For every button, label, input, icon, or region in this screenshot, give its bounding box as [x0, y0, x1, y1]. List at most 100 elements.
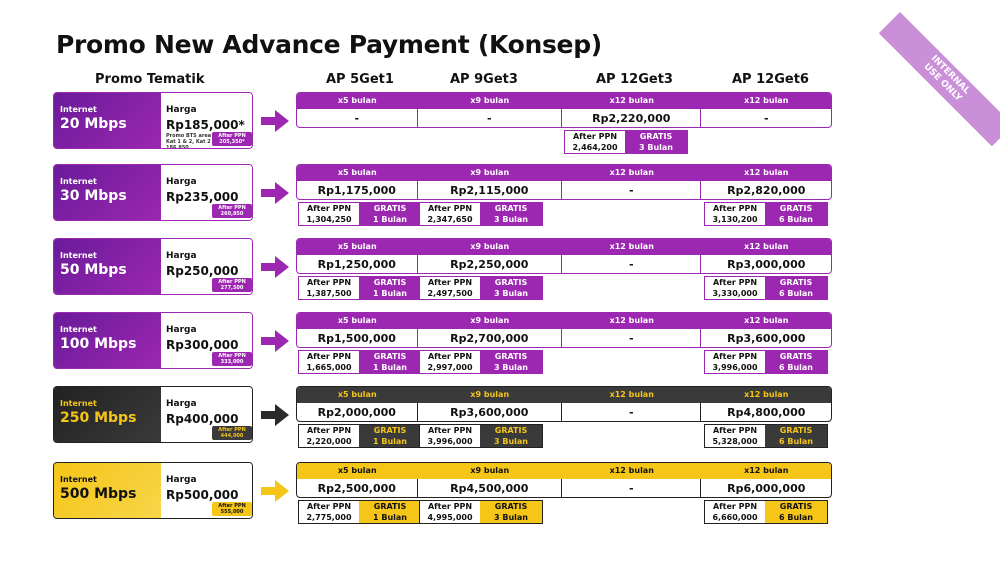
months-header: x12 bulan: [744, 168, 789, 177]
after-ppn-label: After PPN: [712, 278, 758, 287]
after-ppn-cell: After PPN 2,347,650: [420, 203, 480, 225]
price-panel: Harga Rp300,000 After PPN 333,000: [161, 313, 252, 368]
header-ap-12get6: AP 12Get6: [732, 72, 809, 87]
gratis-label: GRATIS: [779, 426, 813, 435]
after-ppn-cell: After PPN 3,130,200: [705, 203, 765, 225]
after-ppn-box: After PPN 2,464,200 GRATIS 3 Bulan: [564, 130, 688, 154]
after-ppn-box: After PPN 2,997,000 GRATIS 3 Bulan: [419, 350, 543, 374]
ap-price-cell: -: [562, 403, 702, 421]
speed-panel: Internet 30 Mbps: [54, 165, 161, 220]
internet-label: Internet: [60, 177, 97, 186]
months-header: x12 bulan: [609, 242, 654, 251]
harga-label: Harga: [166, 251, 197, 261]
gratis-months: 3 Bulan: [494, 513, 528, 522]
months-header: x12 bulan: [609, 96, 654, 105]
header-promo-tematik: Promo Tematik: [95, 72, 205, 87]
gratis-cell: GRATIS 6 Bulan: [765, 425, 827, 447]
gratis-months: 3 Bulan: [494, 289, 528, 298]
price-panel: Harga Rp235,000 After PPN 260,850: [161, 165, 252, 220]
months-header: x12 bulan: [744, 466, 789, 475]
speed-card: Internet 30 Mbps Harga Rp235,000 After P…: [53, 164, 253, 221]
months-header: x5 bulan: [337, 316, 377, 325]
after-ppn-label: After PPN: [218, 279, 246, 285]
after-ppn-label: After PPN: [306, 352, 352, 361]
price-value: Rp235,000: [166, 190, 239, 204]
price-value: Rp300,000: [166, 338, 239, 352]
after-ppn-label: After PPN: [306, 426, 352, 435]
gratis-cell: GRATIS 1 Bulan: [359, 425, 421, 447]
after-ppn-badge: After PPN 277,500: [212, 278, 252, 292]
after-ppn-label: After PPN: [218, 205, 246, 211]
after-ppn-value: 3,996,000: [427, 437, 473, 446]
gratis-label: GRATIS: [494, 204, 528, 213]
speed-card: Internet 100 Mbps Harga Rp300,000 After …: [53, 312, 253, 369]
gratis-months: 1 Bulan: [373, 289, 407, 298]
ap-price-cell: -: [562, 329, 702, 347]
after-ppn-value: 277,500: [220, 285, 244, 291]
after-ppn-cell: After PPN 5,328,000: [705, 425, 765, 447]
gratis-label: GRATIS: [373, 204, 407, 213]
speed-panel: Internet 50 Mbps: [54, 239, 161, 294]
after-ppn-label: After PPN: [218, 133, 246, 139]
months-header: x12 bulan: [744, 316, 789, 325]
months-header: x12 bulan: [744, 242, 789, 251]
price-note: Promo BTS area Kat 1 & 2, Kat 2 186,850: [166, 133, 212, 149]
internal-use-ribbon: INTERNAL USE ONLY: [878, 12, 1000, 147]
ap-price-cell: Rp2,500,000: [297, 479, 418, 497]
after-ppn-value: 3,996,000: [712, 363, 758, 372]
after-ppn-label: After PPN: [218, 353, 246, 359]
after-ppn-value: 3,330,000: [712, 289, 758, 298]
after-ppn-box: After PPN 3,996,000 GRATIS 3 Bulan: [419, 424, 543, 448]
gratis-label: GRATIS: [779, 352, 813, 361]
price-value: Rp185,000*: [166, 118, 245, 132]
after-ppn-badge: After PPN 260,850: [212, 204, 252, 218]
gratis-months: 6 Bulan: [779, 215, 813, 224]
months-header: x12 bulan: [609, 390, 654, 399]
after-ppn-value: 333,000: [220, 359, 244, 365]
gratis-cell: GRATIS 6 Bulan: [765, 277, 827, 299]
months-header: x9 bulan: [470, 168, 510, 177]
ap-price-cell: Rp3,600,000: [418, 403, 562, 421]
after-ppn-value: 1,387,500: [306, 289, 352, 298]
ap-price-cell: -: [562, 255, 702, 273]
months-header: x9 bulan: [470, 390, 510, 399]
arrow-right-icon: [261, 404, 289, 426]
after-ppn-value: 4,995,000: [427, 513, 473, 522]
gratis-cell: GRATIS 3 Bulan: [625, 131, 687, 153]
after-ppn-cell: After PPN 2,220,000: [299, 425, 359, 447]
header-ap-12get3: AP 12Get3: [596, 72, 673, 87]
internet-label: Internet: [60, 251, 97, 260]
price-panel: Harga Rp400,000 After PPN 444,000: [161, 387, 252, 442]
speed-card: Internet 500 Mbps Harga Rp500,000 After …: [53, 462, 253, 519]
ap-price-cell: Rp2,000,000: [297, 403, 418, 421]
after-ppn-value: 1,665,000: [306, 363, 352, 372]
after-ppn-value: 1,304,250: [306, 215, 352, 224]
speed-panel: Internet 20 Mbps: [54, 93, 161, 148]
after-ppn-value: 5,328,000: [712, 437, 758, 446]
gratis-label: GRATIS: [373, 352, 407, 361]
gratis-months: 1 Bulan: [373, 437, 407, 446]
gratis-months: 1 Bulan: [373, 363, 407, 372]
after-ppn-value: 555,000: [220, 509, 244, 515]
after-ppn-label: After PPN: [427, 502, 473, 511]
months-header: x5 bulan: [337, 168, 377, 177]
harga-label: Harga: [166, 475, 197, 485]
months-header: x9 bulan: [470, 96, 510, 105]
gratis-months: 3 Bulan: [494, 215, 528, 224]
ap-price-cell: -: [418, 109, 562, 127]
after-ppn-value: 260,850: [220, 211, 244, 217]
after-ppn-cell: After PPN 1,304,250: [299, 203, 359, 225]
after-ppn-label: After PPN: [306, 278, 352, 287]
ap-price-cell: -: [297, 109, 418, 127]
gratis-label: GRATIS: [373, 502, 407, 511]
gratis-cell: GRATIS 6 Bulan: [765, 203, 827, 225]
